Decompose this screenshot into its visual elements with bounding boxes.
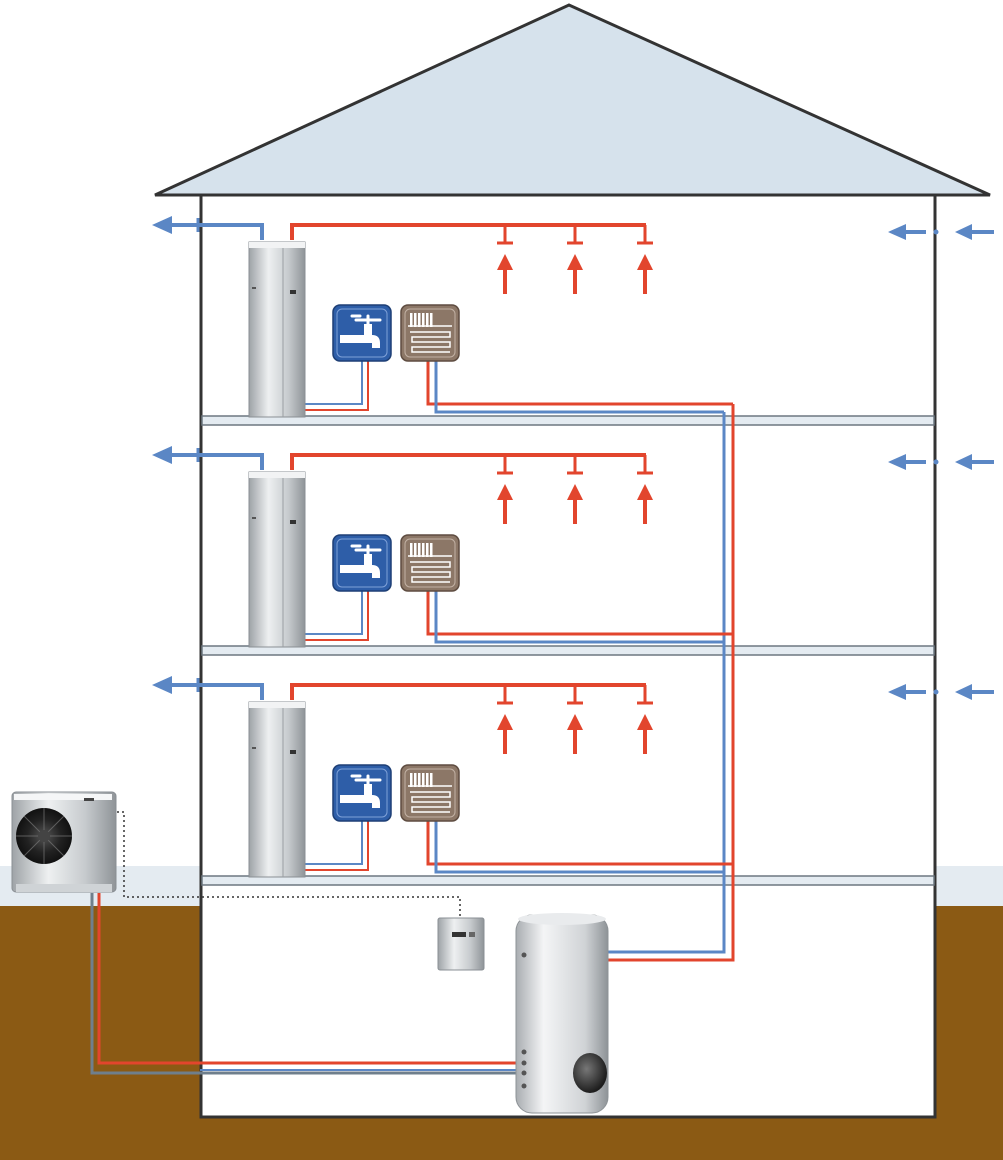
- hot-riser: [606, 404, 735, 962]
- radiator-underfloor-icon: [400, 764, 460, 822]
- exhaust-arrow-icon: [152, 216, 172, 234]
- intake-arrow-icon: [888, 684, 906, 700]
- supply-air-duct: [290, 223, 646, 240]
- supply-vent-arrow-icon: [637, 714, 653, 730]
- supply-vent-arrow-icon: [567, 254, 583, 270]
- intake-arrow-icon: [888, 454, 906, 470]
- slab-floor-3: [201, 415, 935, 426]
- heat-pump-loop: [90, 893, 520, 1075]
- intake-arrow-icon: [955, 684, 972, 700]
- exhaust-arrow-icon: [152, 446, 172, 464]
- ground-under-house: [201, 1117, 935, 1160]
- supply-air-duct: [290, 453, 646, 470]
- storage-tank: [515, 913, 609, 1114]
- tap-icon: [332, 534, 392, 592]
- control-module: [437, 917, 485, 971]
- tank-inspection-cap: [573, 1053, 607, 1093]
- control-signal-line: [112, 811, 461, 920]
- tap-connections: [305, 360, 369, 871]
- outdoor-heat-pump: [11, 791, 117, 893]
- slab-floor-2: [201, 645, 935, 656]
- supply-vent-arrow-icon: [637, 254, 653, 270]
- intake-arrow-icon: [955, 454, 972, 470]
- slab-floor-1: [201, 875, 935, 886]
- tap-icon: [332, 304, 392, 362]
- intake-arrow-icon: [888, 224, 906, 240]
- riser-pipes: [426, 360, 735, 962]
- supply-air-duct: [290, 683, 646, 700]
- supply-vent-arrow-icon: [637, 484, 653, 500]
- radiator-underfloor-icon: [400, 534, 460, 592]
- radiator-underfloor-icon: [400, 304, 460, 362]
- supply-vent-arrow-icon: [497, 484, 513, 500]
- intake-arrow-icon: [955, 224, 972, 240]
- exhaust-arrow-icon: [152, 676, 172, 694]
- tap-icon: [332, 764, 392, 822]
- ventilation-unit: [248, 471, 306, 648]
- supply-vent-arrow-icon: [497, 254, 513, 270]
- floor-3: [152, 216, 994, 418]
- floor-slabs: [201, 415, 935, 886]
- floor-1: [152, 676, 994, 878]
- floor-2: [152, 446, 994, 648]
- supply-vent-arrow-icon: [497, 714, 513, 730]
- ventilation-unit: [248, 241, 306, 418]
- supply-vent-arrow-icon: [567, 714, 583, 730]
- cold-riser: [606, 412, 726, 954]
- supply-vent-arrow-icon: [567, 484, 583, 500]
- roof: [154, 3, 991, 197]
- ventilation-unit: [248, 701, 306, 878]
